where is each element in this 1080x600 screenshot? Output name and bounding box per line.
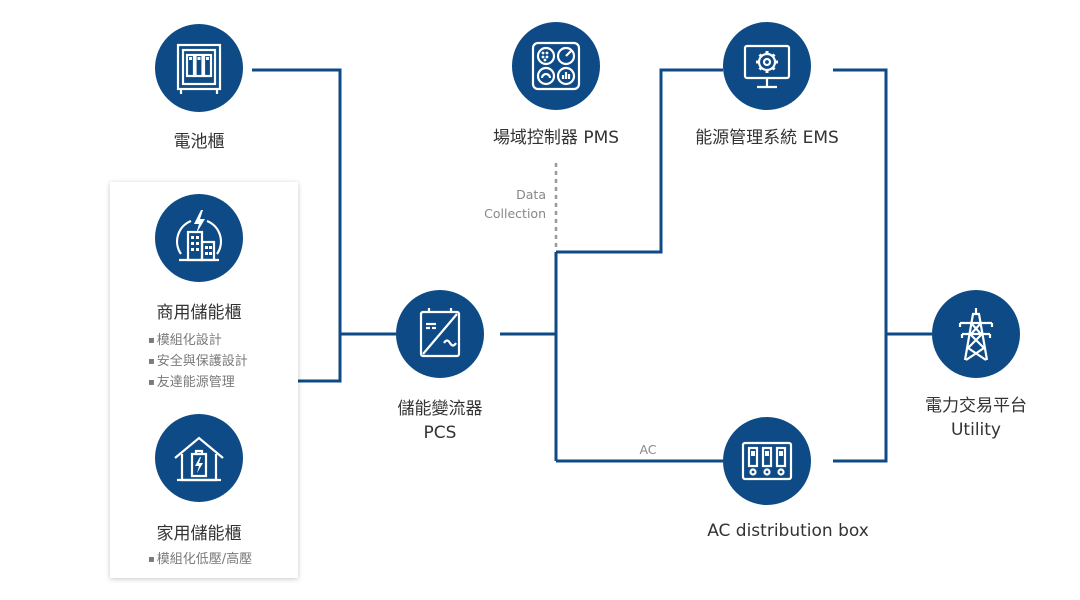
utility-label-line2: Utility (950, 420, 1001, 440)
commercial-feature-list: 模組化設計 安全與保護設計 友達能源管理 (148, 330, 248, 393)
battery-cabinet-label: 電池櫃 (173, 132, 225, 152)
ems-node[interactable] (723, 22, 811, 110)
gauge-panel-icon (531, 41, 581, 91)
commercial-storage-label: 商用儲能櫃 (156, 303, 242, 323)
battery-cabinet-node[interactable] (155, 24, 243, 112)
pms-label: 場域控制器 PMS (492, 128, 620, 148)
commercial-storage-node[interactable] (155, 194, 243, 282)
feature-item: 模組化低壓/高壓 (148, 549, 252, 570)
commercial-building-icon (176, 210, 222, 262)
residential-storage-node[interactable] (155, 414, 243, 502)
feature-item: 安全與保護設計 (148, 351, 248, 372)
bus-to-ems-line (556, 68, 723, 254)
ac-distribution-box-node[interactable] (723, 417, 811, 505)
residential-feature-list: 模組化低壓/高壓 (148, 549, 252, 570)
house-battery-icon (174, 436, 224, 482)
transmission-tower-icon (958, 308, 994, 361)
inverter-icon (419, 308, 461, 358)
pcs-node[interactable] (396, 290, 484, 378)
utility-node[interactable] (932, 290, 1020, 378)
distribution-box-icon (741, 441, 793, 481)
pcs-label-line2: PCS (423, 423, 457, 443)
feature-item: 友達能源管理 (148, 372, 248, 393)
data-collection-label-line2: Collection (484, 206, 546, 221)
ac-line-label: AC (639, 442, 657, 457)
data-collection-label-line1: Data (516, 187, 546, 202)
battery-cabinet-icon (176, 43, 222, 94)
commercial-to-pcs-line (298, 334, 342, 383)
ac-distribution-box-label: AC distribution box (707, 521, 869, 541)
residential-storage-label: 家用儲能櫃 (156, 524, 242, 544)
pms-node[interactable] (512, 22, 600, 110)
pcs-label-line1: 儲能變流器 (397, 399, 483, 419)
feature-item: 模組化設計 (148, 330, 248, 351)
utility-label-line1: 電力交易平台 (925, 396, 1027, 416)
battery-to-pcs-line (252, 68, 396, 336)
monitor-gear-icon (743, 44, 791, 89)
ems-label: 能源管理系統 EMS (695, 128, 839, 148)
ems-to-utility-line (833, 68, 888, 463)
